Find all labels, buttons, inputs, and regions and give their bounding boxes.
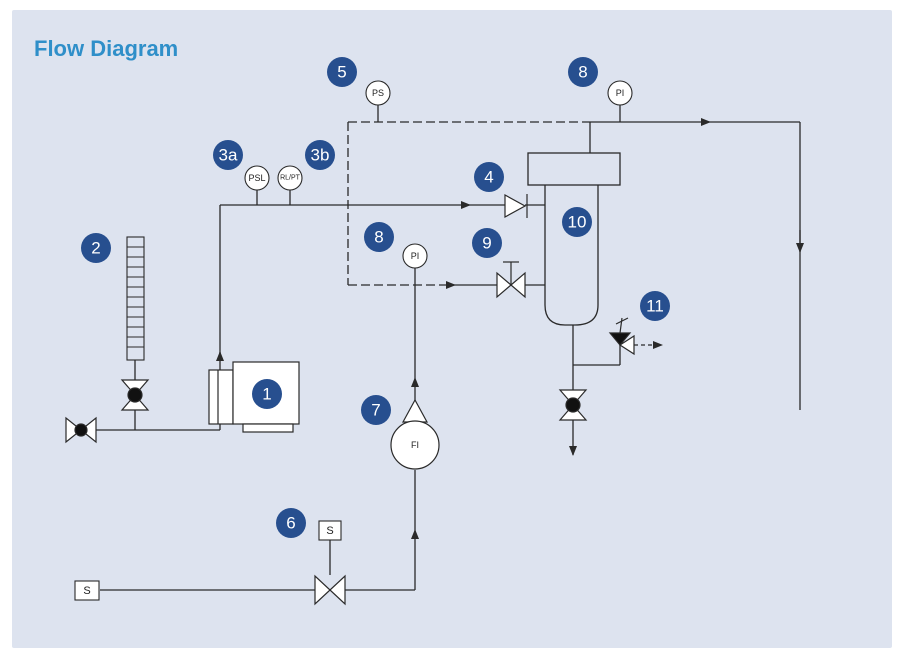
badge-5-label: 5: [337, 63, 346, 82]
badge-4: [474, 162, 504, 192]
badge-3b-label: 3b: [311, 146, 330, 165]
relief-valve-icon: [608, 317, 663, 356]
solenoid-left-label: S: [83, 585, 90, 597]
rlpt-gauge: [277, 165, 303, 191]
badge-6: [276, 508, 306, 538]
badge-8-top: [568, 57, 598, 87]
solenoid-valve-label: S: [326, 525, 333, 537]
badge-1: [252, 379, 282, 409]
badge-8-mid: [364, 222, 394, 252]
pi-gauge-top: [607, 80, 633, 106]
pi-top-label: PI: [616, 88, 625, 98]
ball-valve-drain-icon: [558, 389, 588, 421]
badge-3b: [305, 140, 335, 170]
badge-1-label: 1: [262, 385, 271, 404]
ball-valve-meter-icon: [120, 379, 150, 411]
badge-6-label: 6: [286, 514, 295, 533]
badge-3a: [213, 140, 243, 170]
solenoid-box-left: [74, 580, 100, 601]
flow-indicator: FI: [390, 398, 440, 470]
badge-8-top-label: 8: [578, 63, 587, 82]
badge-11: [640, 291, 670, 321]
ps-label: PS: [372, 88, 384, 98]
diagram-canvas: [12, 10, 892, 648]
badge-2: [81, 233, 111, 263]
psl-label: PSL: [248, 173, 265, 183]
solenoid-valve-icon: [314, 574, 346, 606]
badge-7-label: 7: [371, 401, 380, 420]
badge-3a-label: 3a: [219, 146, 238, 165]
needle-valve-icon: [496, 261, 526, 299]
filter-vessel: [544, 185, 599, 326]
psl-gauge: [244, 165, 270, 191]
ps-gauge: [365, 80, 391, 106]
badge-4-label: 4: [484, 168, 493, 187]
check-valve-icon: [504, 193, 528, 219]
badge-11-label: 11: [646, 297, 664, 316]
solenoid-box-valve: [318, 520, 342, 541]
ball-valve-left-icon: [65, 416, 97, 444]
rotameter: [126, 236, 145, 361]
badge-8-mid-label: 8: [374, 228, 383, 247]
badge-7: [361, 395, 391, 425]
fi-label: FI: [411, 440, 419, 450]
pi-mid-label: PI: [411, 251, 420, 261]
pi-gauge-mid: [402, 243, 428, 269]
badge-5: [327, 57, 357, 87]
badge-10-label: 10: [568, 213, 587, 232]
badge-10: [562, 207, 592, 237]
badge-9-label: 9: [482, 234, 491, 253]
badge-9: [472, 228, 502, 258]
diagram-title: Flow Diagram: [34, 36, 179, 61]
filter-housing-top: [527, 152, 621, 186]
badge-2-label: 2: [91, 239, 100, 258]
rlpt-label: RL/PT: [280, 175, 301, 182]
